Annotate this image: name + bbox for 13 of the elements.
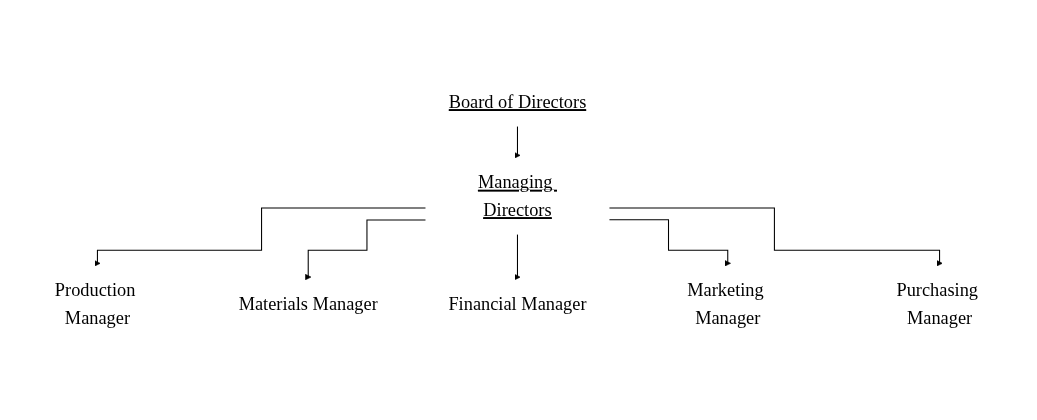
arrow	[514, 233, 521, 281]
node-text: Production Manager	[54, 280, 136, 329]
node-text: Purchasing Manager	[896, 280, 979, 329]
arrow	[305, 219, 427, 281]
node-text: Board of Directors	[448, 91, 587, 113]
node-text: Financial Manager	[448, 294, 587, 315]
node-text: Marketing Manager	[687, 280, 764, 329]
arrow	[514, 125, 521, 159]
arrow	[608, 219, 731, 267]
node-text: Managing Directors	[477, 172, 553, 221]
arrow	[94, 207, 427, 267]
arrow	[608, 207, 943, 267]
node-text: Materials Manager	[238, 294, 378, 315]
